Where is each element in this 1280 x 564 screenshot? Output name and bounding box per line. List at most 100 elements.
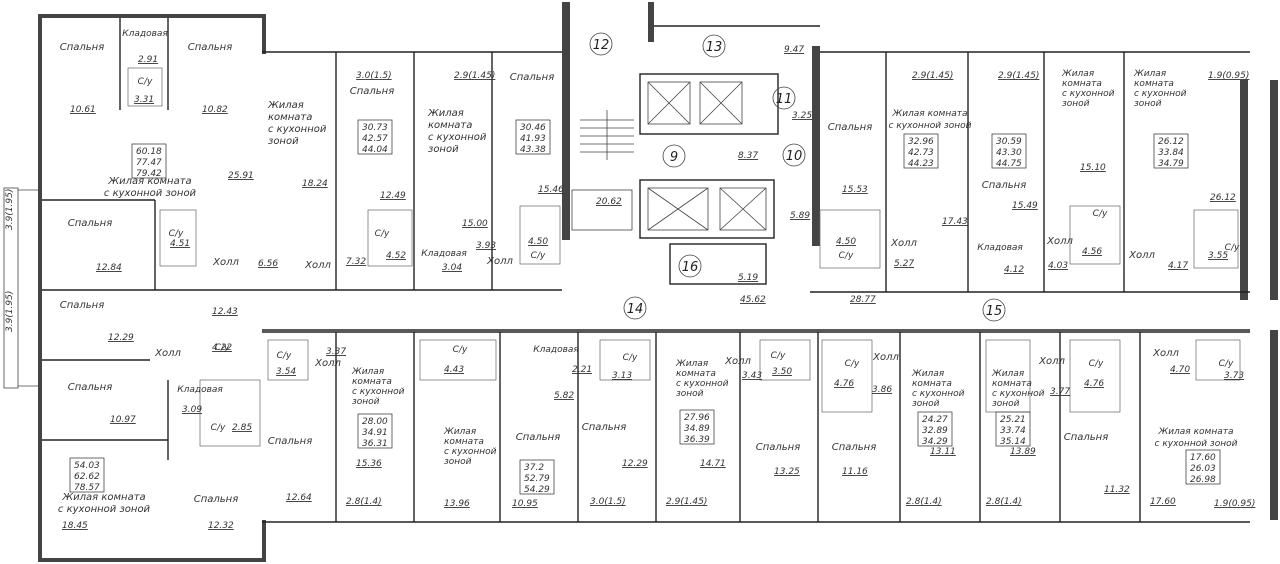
apartment-summary: 28.00 34.91 36.31 (357, 413, 393, 449)
label-hall: Холл (154, 348, 181, 359)
label-bedroom: Спальня (268, 436, 313, 447)
label-bedroom: Спальня (982, 180, 1027, 191)
area: 10.61 (70, 105, 96, 115)
area: 3.93 (476, 241, 496, 251)
area: 11.32 (1104, 485, 1130, 495)
area: 4.03 (1048, 261, 1068, 271)
area: 3.31 (134, 95, 154, 105)
areas-top: 2.91 10.61 3.31 10.82 25.91 4.51 12.84 3… (5, 45, 1249, 332)
area: 12.43 (212, 307, 238, 317)
area: 3.09 (182, 405, 202, 415)
area: 18.45 (62, 521, 88, 531)
area: 3.04 (442, 263, 462, 273)
label-living: зоной (1134, 99, 1162, 109)
apartment-summary: 30.73 42.57 44.04 (357, 119, 393, 155)
label-living: Жилая (1061, 69, 1095, 79)
apartment-summary: 60.18 77.47 79.42 (131, 143, 167, 179)
area: 4.51 (170, 239, 190, 249)
label-living: комната (912, 379, 952, 389)
area: 5.89 (790, 211, 810, 221)
label-living: Жилая (991, 369, 1025, 379)
area: 4.43 (444, 365, 464, 375)
area: 3.9(1.95) (5, 291, 15, 332)
label-bedroom: Спальня (194, 494, 239, 505)
area: 2.8(1.4) (986, 497, 1022, 507)
label-hall: Холл (212, 257, 239, 268)
marker-13: 13 (706, 40, 723, 55)
apartment-total-with-balcony: 79.42 (136, 169, 162, 179)
label-living: Жилая (351, 367, 385, 377)
area: 12.29 (108, 333, 134, 343)
area: 2.9(1.45) (998, 71, 1039, 81)
area: 5.19 (738, 273, 758, 283)
apartment-living-area: 17.60 (1190, 453, 1216, 463)
area: 4.22 (212, 343, 232, 353)
area: 4.76 (1084, 379, 1104, 389)
label-bath: С/у (1225, 243, 1240, 253)
area: 12.84 (96, 263, 122, 273)
apartment-living-area: 30.73 (362, 123, 388, 133)
label-living: Жилая (267, 100, 304, 111)
area: 2.21 (572, 365, 592, 375)
label-bedroom: Спальня (188, 42, 233, 53)
label-living: зоной (444, 457, 472, 467)
apartment-total-area: 42.57 (362, 134, 388, 144)
area: 3.54 (276, 367, 296, 377)
label-storage: Кладовая (977, 243, 1023, 253)
label-bedroom: Спальня (60, 42, 105, 53)
label-living: с кухонной зоной (104, 188, 197, 199)
apartment-summary: 17.60 26.03 26.98 (1185, 449, 1221, 485)
label-living: зоной (676, 389, 704, 399)
label-bath: С/у (453, 345, 468, 355)
label-living: комната (676, 369, 716, 379)
apartment-living-area: 54.03 (74, 461, 100, 471)
marker-15: 15 (986, 304, 1003, 319)
apartment-summary: 30.46 41.93 43.38 (515, 119, 551, 155)
apartment-total-with-balcony: 44.75 (996, 159, 1022, 169)
area: 4.70 (1170, 365, 1190, 375)
apartment-living-area: 28.00 (362, 417, 388, 427)
area: 13.89 (1010, 447, 1036, 457)
label-bedroom: Спальня (350, 86, 395, 97)
label-living: с кухонной (676, 379, 729, 389)
label-hall: Холл (314, 358, 341, 369)
marker-9: 9 (670, 150, 678, 165)
area: 4.12 (1004, 265, 1024, 275)
area: 3.37 (326, 347, 346, 357)
area: 4.50 (528, 237, 548, 247)
area: 2.9(1.45) (454, 71, 495, 81)
area: 18.24 (302, 179, 328, 189)
label-bath: С/у (623, 353, 638, 363)
label-living: с кухонной (428, 132, 487, 143)
label-living: Жилая комната (107, 176, 191, 187)
label-living: Жилая (1133, 69, 1167, 79)
label-living: с кухонной (992, 389, 1045, 399)
area: 15.00 (462, 219, 488, 229)
apartment-total-area: 52.79 (524, 474, 550, 484)
label-hall: Холл (890, 238, 917, 249)
label-living: с кухонной (352, 387, 405, 397)
marker-16: 16 (682, 260, 699, 275)
label-bedroom: Спальня (68, 382, 113, 393)
marker-10: 10 (786, 149, 803, 164)
label-bath: С/у (845, 359, 860, 369)
area: 3.77 (1050, 387, 1070, 397)
marker-14: 14 (627, 302, 644, 317)
apartment-total-with-balcony: 26.98 (1190, 475, 1216, 485)
area: 4.76 (834, 379, 854, 389)
apartment-living-area: 37.2 (524, 463, 544, 473)
area: 8.37 (738, 151, 758, 161)
section-markers: 12 13 11 10 9 14 15 16 (589, 32, 1006, 322)
area: 2.85 (232, 423, 252, 433)
apartment-total-area: 34.91 (362, 428, 388, 438)
apartment-summary: 54.03 62.62 78.57 (69, 457, 105, 493)
apartment-total-area: 34.89 (684, 424, 710, 434)
room-labels-bottom: Спальня Холл Спальня Кладовая С/у С/у Сп… (58, 300, 1238, 515)
area: 11.16 (842, 467, 868, 477)
label-living: с кухонной (1134, 89, 1187, 99)
area: 45.62 (740, 295, 766, 305)
area: 15.53 (842, 185, 868, 195)
label-living: с кухонной (268, 124, 327, 135)
apartment-total-area: 33.84 (1158, 148, 1184, 158)
